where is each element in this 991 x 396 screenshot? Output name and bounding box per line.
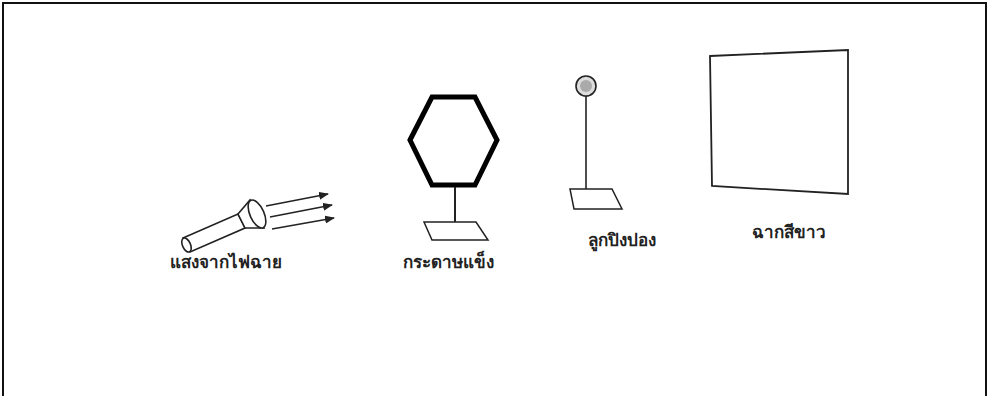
part-label: แสงจากไฟฉาย bbox=[170, 251, 282, 273]
white-screen bbox=[710, 50, 848, 194]
part-label: ลูกปิงปอง bbox=[588, 229, 656, 251]
part-label: ฉากสีขาว bbox=[752, 221, 826, 243]
ping-pong-ball bbox=[570, 76, 622, 209]
flashlight bbox=[180, 197, 270, 253]
light-rays bbox=[266, 194, 334, 229]
cardboard-hexagon bbox=[410, 97, 497, 240]
frame bbox=[3, 3, 986, 396]
part-label: กระดาษแข็ง bbox=[403, 251, 494, 273]
